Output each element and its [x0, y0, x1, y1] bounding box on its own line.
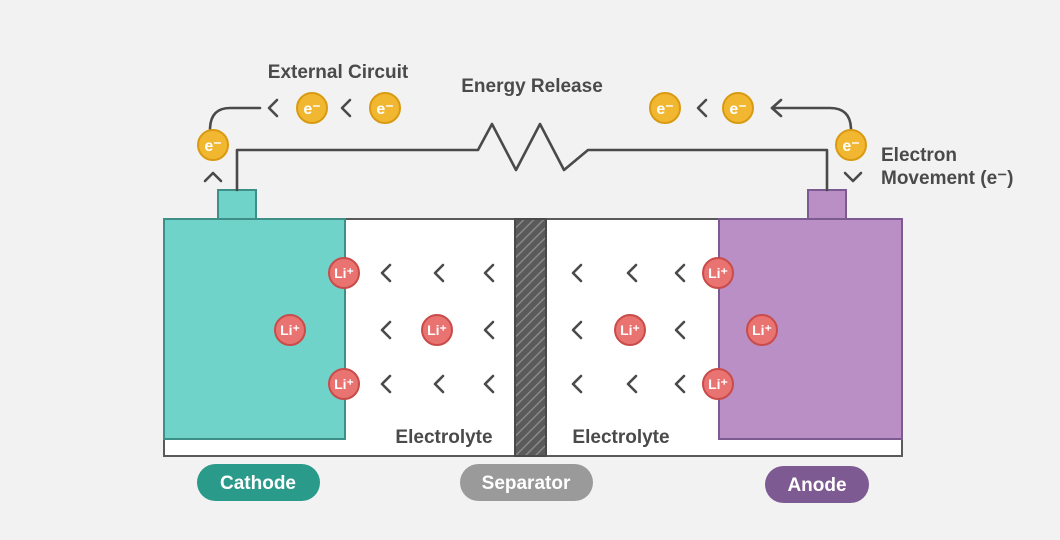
cathode-block — [163, 218, 346, 440]
ion-flow-chevron-icon — [483, 263, 495, 283]
electron: e⁻ — [369, 92, 401, 124]
chevron-left-icon — [340, 98, 352, 118]
energy-release-label: Energy Release — [461, 76, 603, 97]
electron: e⁻ — [649, 92, 681, 124]
lithium-ion: Li⁺ — [328, 257, 360, 289]
svg-text:Li⁺: Li⁺ — [427, 322, 447, 338]
svg-text:e⁻: e⁻ — [204, 138, 221, 155]
separator-badge: Separator — [460, 464, 593, 501]
lithium-ion: Li⁺ — [421, 314, 453, 346]
ion-flow-chevron-icon — [674, 263, 686, 283]
ion-flow-chevron-icon — [571, 263, 583, 283]
cathode-terminal — [217, 189, 257, 220]
ion-flow-chevron-icon — [674, 320, 686, 340]
svg-text:Anode: Anode — [787, 475, 846, 496]
svg-text:Li⁺: Li⁺ — [280, 322, 300, 338]
electron: e⁻ — [197, 129, 229, 161]
lithium-ion: Li⁺ — [702, 368, 734, 400]
circuit-wire — [235, 122, 829, 192]
ion-flow-chevron-icon — [626, 374, 638, 394]
electron: e⁻ — [722, 92, 754, 124]
svg-text:Li⁺: Li⁺ — [334, 265, 354, 281]
svg-text:Li⁺: Li⁺ — [334, 376, 354, 392]
ion-flow-chevron-icon — [674, 374, 686, 394]
svg-text:e⁻: e⁻ — [303, 101, 320, 118]
electron: e⁻ — [835, 129, 867, 161]
ion-flow-chevron-icon — [626, 263, 638, 283]
svg-text:Li⁺: Li⁺ — [708, 376, 728, 392]
electron-path-left — [208, 106, 262, 132]
arrow-head-icon — [770, 98, 783, 118]
ion-flow-chevron-icon — [380, 263, 392, 283]
lithium-ion: Li⁺ — [614, 314, 646, 346]
svg-text:e⁻: e⁻ — [376, 101, 393, 118]
ion-flow-chevron-icon — [571, 374, 583, 394]
ion-flow-chevron-icon — [380, 374, 392, 394]
ion-flow-chevron-icon — [483, 374, 495, 394]
svg-text:Li⁺: Li⁺ — [620, 322, 640, 338]
ion-flow-chevron-icon — [483, 320, 495, 340]
cathode-badge: Cathode — [197, 464, 320, 501]
svg-text:e⁻: e⁻ — [729, 101, 746, 118]
svg-text:Li⁺: Li⁺ — [708, 265, 728, 281]
svg-text:Li⁺: Li⁺ — [752, 322, 772, 338]
electrolyte-left-label: Electrolyte — [395, 427, 492, 448]
lithium-ion: Li⁺ — [274, 314, 306, 346]
separator-block — [514, 218, 547, 457]
lithium-ion: Li⁺ — [702, 257, 734, 289]
svg-text:Separator: Separator — [482, 473, 571, 494]
anode-terminal — [807, 189, 847, 220]
svg-text:e⁻: e⁻ — [656, 101, 673, 118]
svg-text:Cathode: Cathode — [220, 473, 296, 494]
chevron-left-icon — [267, 98, 279, 118]
ion-flow-chevron-icon — [380, 320, 392, 340]
svg-text:e⁻: e⁻ — [842, 138, 859, 155]
external-circuit-label: External Circuit — [268, 62, 409, 83]
chevron-up-icon — [203, 171, 223, 183]
chevron-down-icon — [843, 171, 863, 183]
ion-flow-chevron-icon — [433, 263, 445, 283]
lithium-ion: Li⁺ — [746, 314, 778, 346]
electron-movement-label-line2: Movement (e⁻) — [881, 168, 1014, 189]
ion-flow-chevron-icon — [433, 374, 445, 394]
electron-path-right — [770, 106, 853, 132]
ion-flow-chevron-icon — [571, 320, 583, 340]
electron-movement-label-line1: Electron — [881, 145, 957, 166]
anode-badge: Anode — [765, 466, 869, 503]
electrolyte-right-label: Electrolyte — [572, 427, 669, 448]
chevron-left-icon — [696, 98, 708, 118]
electron: e⁻ — [296, 92, 328, 124]
lithium-ion: Li⁺ — [328, 368, 360, 400]
